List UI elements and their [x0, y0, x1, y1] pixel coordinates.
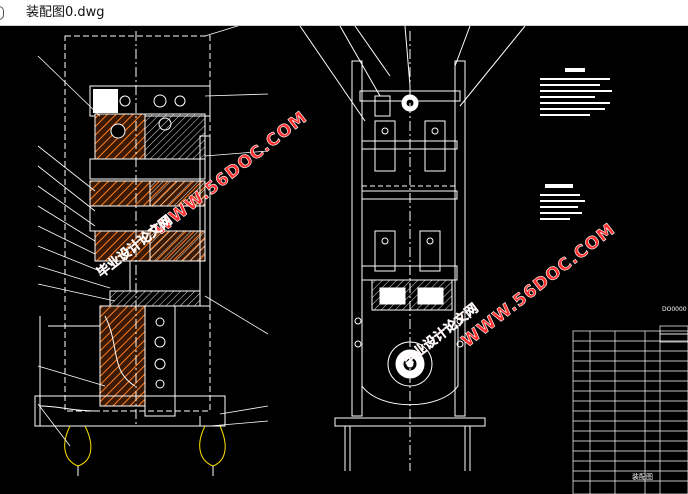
tech-notes: [540, 68, 612, 220]
title-bar: 装配图0.dwg: [0, 0, 688, 26]
cad-drawing: [34, 26, 688, 494]
document-tab-title[interactable]: 装配图0.dwg: [26, 5, 105, 20]
parts-list-table: [572, 325, 688, 494]
title-block-name: 装配图: [632, 473, 653, 481]
drawing-canvas[interactable]: DO0000 装配图 WWW.56DOC.COM 毕业设计论文网 WWW.56D…: [0, 26, 688, 494]
right-front-view: [299, 26, 526, 471]
left-section-view: [34, 31, 226, 476]
title-block-header: DO0000: [662, 306, 687, 313]
leader-lines-left: [37, 26, 269, 447]
app-icon[interactable]: [0, 6, 4, 20]
